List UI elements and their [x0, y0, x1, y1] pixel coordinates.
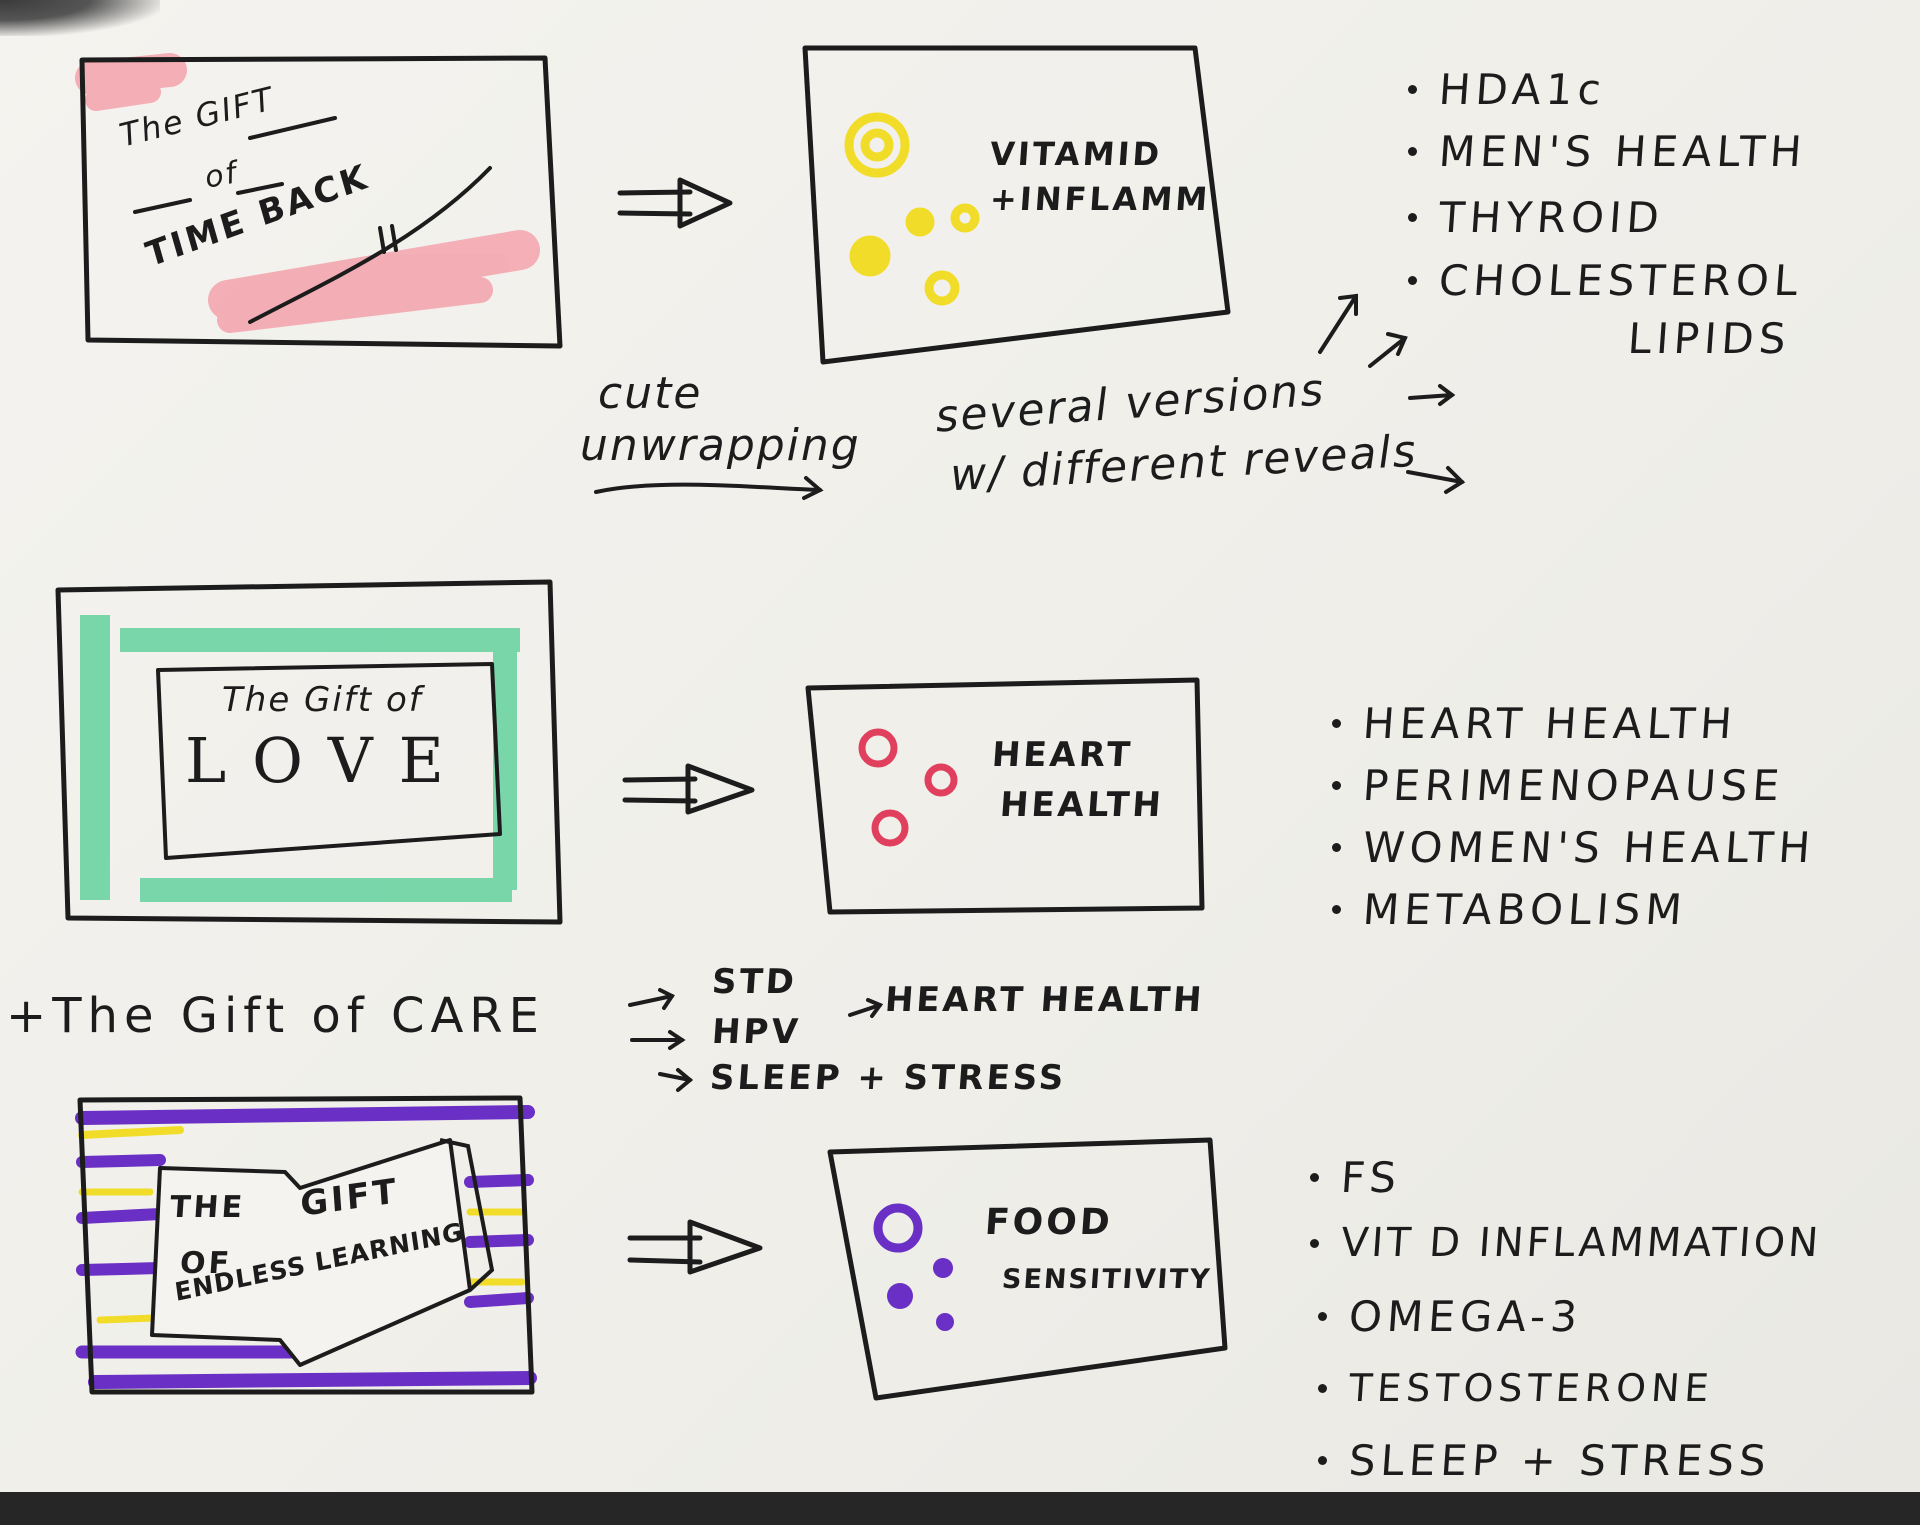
- bullet-dot: [1318, 1312, 1327, 1321]
- bullet-list: HDA1c MEN'S HEALTH THYROID CHOLESTEROL L…: [1408, 60, 1806, 366]
- reveal-card-line1: FOOD: [984, 1202, 1115, 1243]
- list-item: OMEGA-3: [1310, 1280, 1821, 1352]
- bullet-dot: [1318, 1384, 1327, 1393]
- reveal-card-line2: +INFLAMM: [989, 180, 1212, 218]
- reveal-card-line2: SENSITIVITY: [1001, 1264, 1213, 1295]
- care-item-std: STD: [711, 962, 799, 1002]
- gift-card-line2: of: [202, 155, 240, 195]
- double-arrow-right-icon: [630, 1222, 760, 1272]
- list-item: THYROID: [1408, 184, 1806, 250]
- bullet-dot: [1408, 276, 1417, 285]
- bullet-dot: [1332, 719, 1341, 728]
- list-item: HEART HEALTH: [1332, 692, 1815, 754]
- list-item: WOMEN'S HEALTH: [1332, 816, 1815, 878]
- double-arrow-right-icon: [625, 766, 752, 812]
- list-item: VIT D INFLAMMATION: [1310, 1206, 1821, 1280]
- list-item: LIPIDS: [1408, 310, 1806, 366]
- bullet-list: FS VIT D INFLAMMATION OMEGA-3 TESTOSTERO…: [1310, 1148, 1821, 1496]
- care-item-sleep: SLEEP + STRESS: [709, 1058, 1068, 1098]
- care-title: +The Gift of CARE: [6, 988, 545, 1044]
- bullet-dot: [1332, 905, 1341, 914]
- gift-card-line1: THE: [169, 1190, 247, 1225]
- care-item-hpv: HPV: [711, 1012, 802, 1052]
- list-item: MEN'S HEALTH: [1408, 118, 1806, 184]
- list-item: METABOLISM: [1332, 878, 1815, 940]
- list-item: SLEEP + STRESS: [1310, 1424, 1821, 1496]
- red-dots: [862, 732, 954, 843]
- bullet-dot: [1408, 85, 1417, 94]
- list-item: CHOLESTEROL: [1408, 250, 1806, 310]
- list-item: FS: [1310, 1148, 1821, 1206]
- bullet-dot: [1318, 1456, 1327, 1465]
- list-item: TESTOSTERONE: [1310, 1352, 1821, 1424]
- yellow-dots: [849, 117, 975, 301]
- bullet-dot: [1408, 213, 1417, 222]
- purple-dots: [878, 1208, 954, 1331]
- reveal-card-line2: HEALTH: [999, 785, 1165, 825]
- bullet-dot: [1408, 147, 1417, 156]
- gift-card-line1: The Gift of: [222, 680, 423, 720]
- reveal-card-line1: HEART: [991, 735, 1135, 775]
- gift-card-line2: LOVE: [185, 724, 470, 797]
- double-arrow-right-icon: [620, 180, 730, 226]
- list-item: PERIMENOPAUSE: [1332, 754, 1815, 816]
- note-cute: cute: [598, 368, 702, 419]
- bullet-dot: [1332, 843, 1341, 852]
- list-item: HDA1c: [1408, 60, 1806, 118]
- bullet-dot: [1310, 1173, 1319, 1182]
- bullet-dot: [1332, 781, 1341, 790]
- bullet-list: HEART HEALTH PERIMENOPAUSE WOMEN'S HEALT…: [1332, 692, 1815, 940]
- care-extra-heart-health: HEART HEALTH: [884, 980, 1206, 1020]
- bullet-dot: [1310, 1239, 1319, 1248]
- reveal-card-line1: VITAMID: [989, 135, 1164, 173]
- note-unwrapping: unwrapping: [580, 420, 861, 471]
